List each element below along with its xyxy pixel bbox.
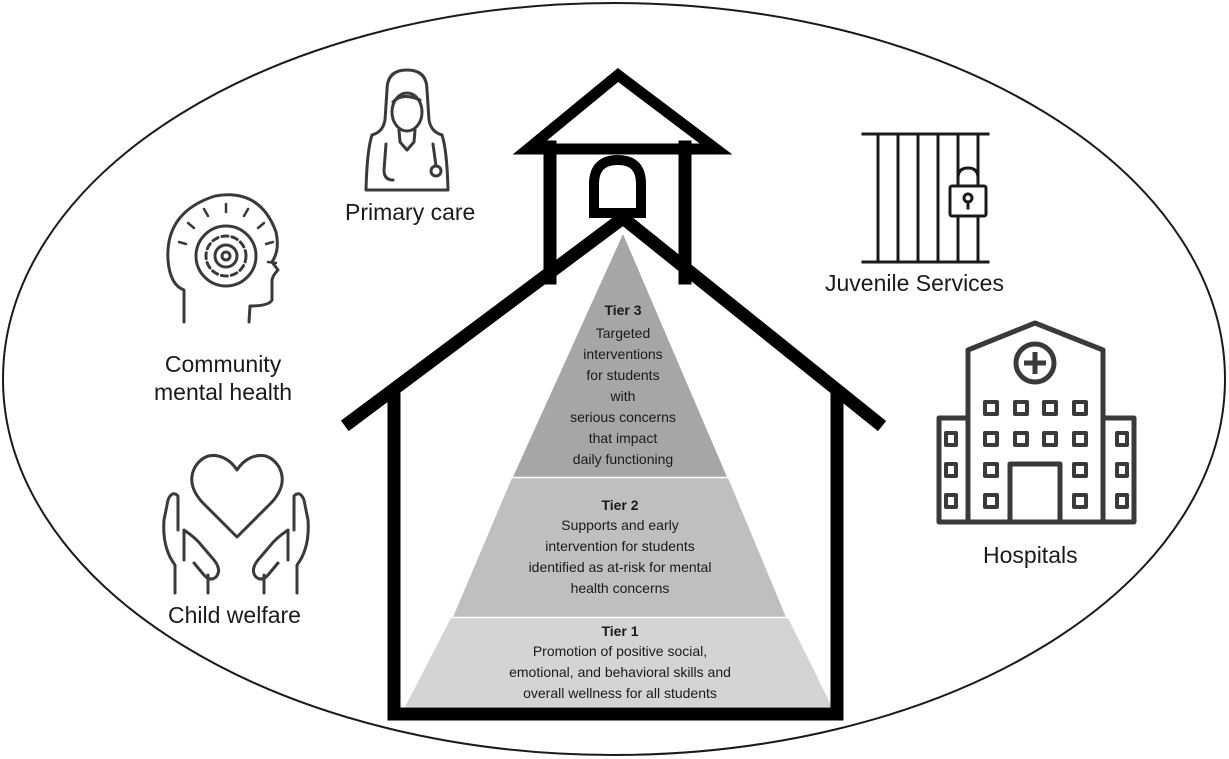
hands-heart-icon [162, 454, 310, 595]
community-mental-health-label: Community mental health [154, 350, 292, 406]
tier-3-line: serious concerns [570, 409, 676, 425]
tier-1-text: Tier 1 Promotion of positive social, emo… [509, 622, 731, 704]
tier-1-band [405, 618, 832, 707]
child-welfare-label: Child welfare [168, 602, 301, 628]
tier-3-line: interventions [583, 346, 663, 362]
community-mental-health-line-1: Community [164, 351, 282, 377]
tier-3-line: Targeted [595, 325, 651, 341]
doctor-icon [364, 68, 450, 192]
tier-3-line: that impact [588, 430, 658, 446]
tier-3-text: Tier 3 Targeted interventions for studen… [570, 301, 676, 470]
tier-3-line: for students [586, 367, 660, 383]
tier-3-title: Tier 3 [604, 302, 642, 318]
tier-2-line: intervention for students [545, 538, 695, 554]
schoolhouse-icon [340, 67, 887, 721]
tier-1-line: emotional, and behavioral skills and [509, 664, 731, 680]
tier-2-line: identified as at-risk for mental [528, 559, 712, 575]
tier-2-text: Tier 2 Supports and early intervention f… [529, 496, 712, 599]
tier-2-title: Tier 2 [601, 497, 639, 513]
tier-2-band [453, 478, 786, 617]
hospitals-label: Hospitals [983, 542, 1078, 568]
head-mind-icon [166, 193, 280, 324]
tier-1-line: overall wellness for all students [523, 685, 717, 701]
tier-1-line: Promotion of positive social, [532, 643, 708, 659]
tier-2-line: Supports and early [561, 517, 679, 533]
hospital-building-icon [936, 320, 1137, 525]
juvenile-services-label: Juvenile Services [825, 270, 1004, 296]
jail-bars-lock-icon [861, 132, 990, 264]
community-mental-health-line-2: mental health [154, 379, 293, 405]
tier-2-line: health concerns [570, 580, 670, 596]
tier-3-line: with [610, 388, 636, 404]
primary-care-label: Primary care [345, 199, 476, 225]
tier-3-band [513, 234, 727, 477]
tier-1-title: Tier 1 [601, 623, 639, 639]
tier-3-line: daily functioning [572, 451, 674, 467]
